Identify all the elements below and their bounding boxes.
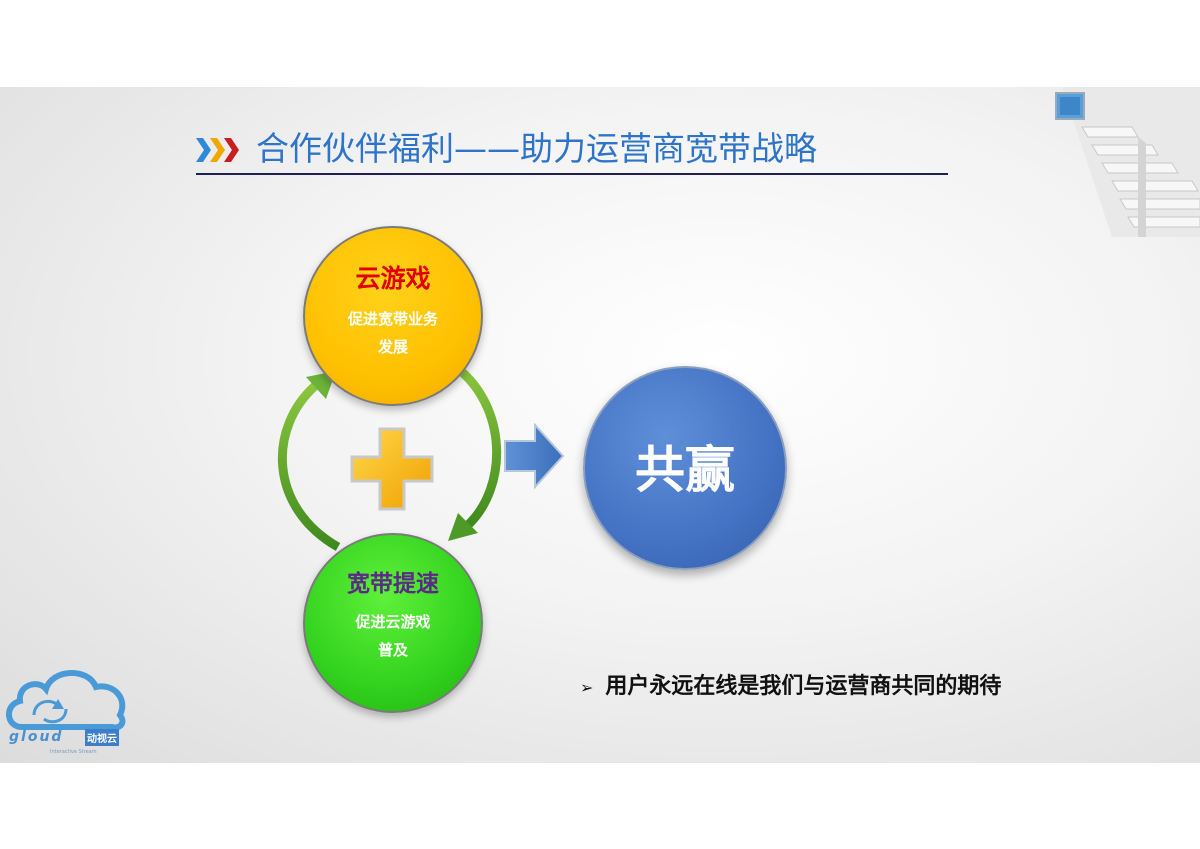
- cloud-game-title: 云游戏: [355, 264, 431, 293]
- broadband-circle: 宽带提速 促进云游戏 普及: [303, 533, 483, 713]
- chevrons-icon: [196, 138, 239, 162]
- bullet-point: ➢ 用户永远在线是我们与运营商共同的期待: [580, 672, 1001, 703]
- bullet-marker-icon: ➢: [580, 678, 594, 697]
- page-title: 合作伙伴福利——助力运营商宽带战略: [256, 129, 817, 168]
- cloud-game-line2: 发展: [377, 338, 408, 356]
- broadband-title: 宽带提速: [347, 571, 439, 597]
- cycle-arrows-icon: [277, 363, 502, 551]
- win-win-circle: 共赢: [583, 366, 787, 570]
- cloud-game-circle: 云游戏 促进宽带业务 发展: [303, 226, 483, 406]
- logo-word: gloud: [9, 729, 64, 745]
- win-win-title: 共赢: [635, 441, 735, 499]
- logo-cn: 动视云: [85, 729, 119, 746]
- logo-en: Interactive Stream: [50, 749, 97, 755]
- broadband-line2: 普及: [377, 641, 408, 659]
- cloud-game-line1: 促进宽带业务: [347, 310, 438, 328]
- bullet-text: 用户永远在线是我们与运营商共同的期待: [605, 674, 1002, 699]
- cloud-logo-icon: [6, 670, 126, 731]
- title-bar: 合作伙伴福利——助力运营商宽带战略: [196, 127, 948, 175]
- gloud-logo: gloud 动视云 Interactive Stream: [4, 665, 130, 761]
- right-arrow-icon: [504, 423, 565, 489]
- stairs-decoration: [1055, 87, 1200, 237]
- slide: 合作伙伴福利——助力运营商宽带战略 云游戏 促进宽带业务 发展: [0, 87, 1200, 763]
- plus-icon: [350, 427, 434, 511]
- broadband-line1: 促进云游戏: [355, 613, 431, 631]
